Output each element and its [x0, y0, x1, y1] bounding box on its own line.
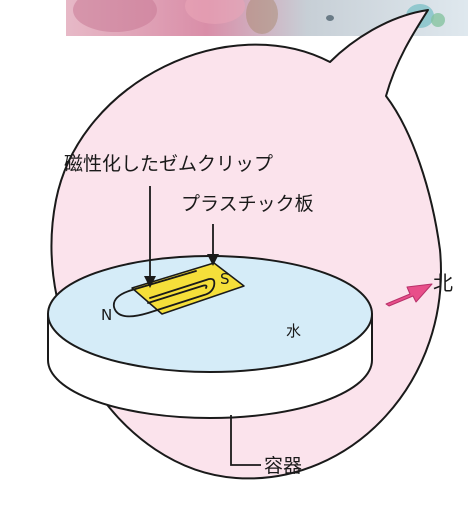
- leader-arrowheads: [144, 254, 219, 288]
- label-north: 北: [433, 271, 453, 295]
- plastic-plate: [131, 262, 245, 315]
- label-container: 容器: [264, 455, 302, 477]
- label-pole-s: S: [220, 270, 230, 288]
- label-water: 水: [286, 322, 301, 340]
- label-magnetized-clip: 磁性化したゼムクリップ: [64, 153, 273, 175]
- north-arrow: [385, 283, 433, 307]
- label-pole-n: N: [101, 306, 112, 324]
- label-plastic-plate: プラスチック板: [181, 193, 314, 215]
- paper-clip: [112, 270, 216, 318]
